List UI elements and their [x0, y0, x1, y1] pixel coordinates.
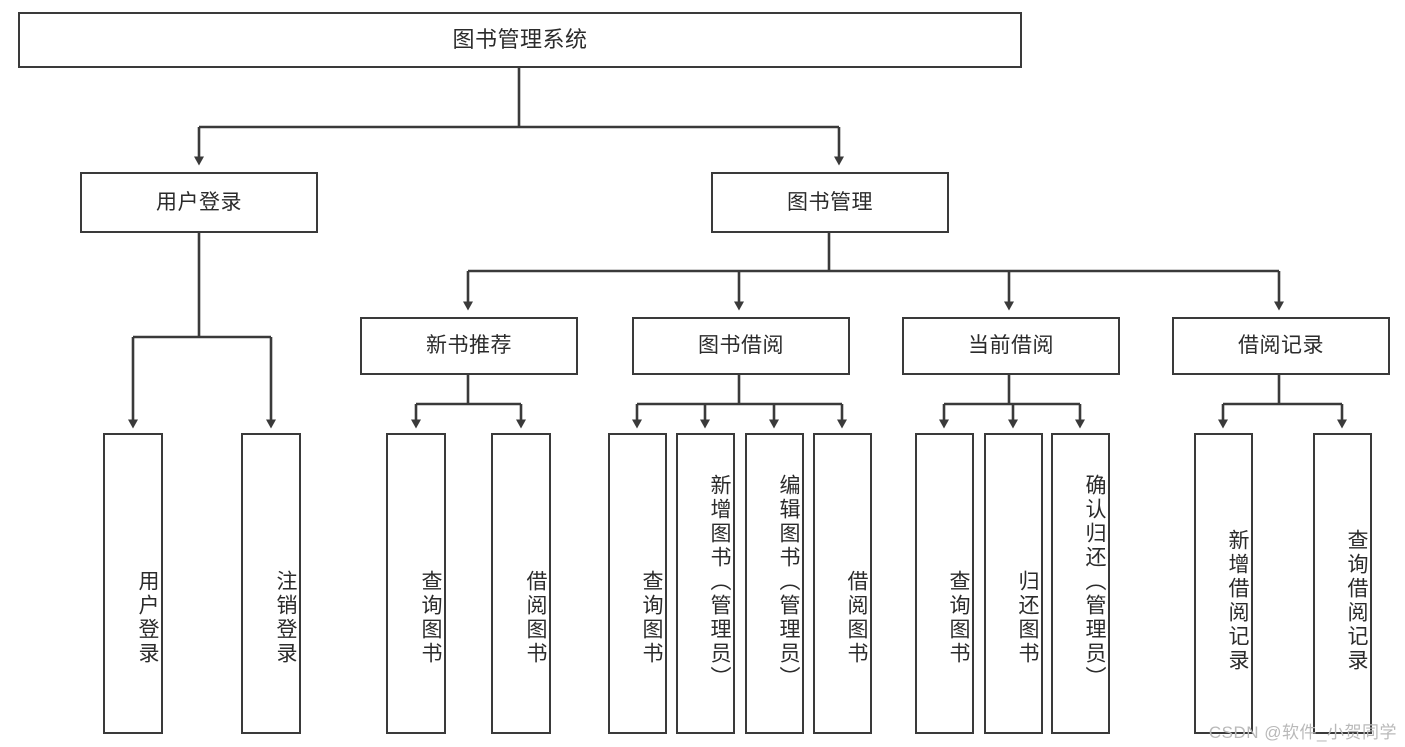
node-label: 查询借阅记录: [1345, 528, 1368, 673]
node-leaf-return-book[interactable]: 归还图书: [984, 433, 1043, 734]
watermark-text: CSDN @软件_小贺同学: [1208, 723, 1397, 742]
node-leaf-borrow-book-1[interactable]: 借阅图书: [491, 433, 551, 734]
node-leaf-query-book-1[interactable]: 查询图书: [386, 433, 446, 734]
node-leaf-confirm-return[interactable]: 确认归还（管理员）: [1051, 433, 1110, 734]
node-label: 图书借阅: [698, 334, 784, 358]
node-root-system[interactable]: 图书管理系统: [18, 12, 1022, 68]
node-label: 注销登录: [274, 569, 297, 666]
node-label: 图书管理系统: [452, 26, 588, 52]
node-label: 查询图书: [419, 569, 442, 666]
node-label: 当前借阅: [968, 334, 1054, 358]
node-user-login[interactable]: 用户登录: [80, 172, 318, 233]
node-label: 编辑图书（管理员）: [777, 473, 800, 690]
node-book-borrow[interactable]: 图书借阅: [632, 317, 850, 375]
node-label: 新增借阅记录: [1226, 528, 1249, 673]
node-leaf-edit-book[interactable]: 编辑图书（管理员）: [745, 433, 804, 734]
node-borrow-record[interactable]: 借阅记录: [1172, 317, 1390, 375]
node-leaf-add-book[interactable]: 新增图书（管理员）: [676, 433, 735, 734]
node-label: 用户登录: [156, 190, 242, 214]
node-label: 确认归还（管理员）: [1083, 473, 1106, 690]
node-leaf-query-book-2[interactable]: 查询图书: [608, 433, 667, 734]
node-label: 查询图书: [947, 569, 970, 666]
node-leaf-add-record[interactable]: 新增借阅记录: [1194, 433, 1253, 734]
node-label: 借阅图书: [524, 569, 547, 666]
node-label: 查询图书: [640, 569, 663, 666]
node-label: 借阅图书: [845, 569, 868, 666]
node-leaf-query-record[interactable]: 查询借阅记录: [1313, 433, 1372, 734]
node-label: 图书管理: [787, 190, 873, 214]
node-leaf-user-login[interactable]: 用户登录: [103, 433, 163, 734]
node-current-borrow[interactable]: 当前借阅: [902, 317, 1120, 375]
node-book-management[interactable]: 图书管理: [711, 172, 949, 233]
node-leaf-borrow-book-2[interactable]: 借阅图书: [813, 433, 872, 734]
node-label: 归还图书: [1016, 569, 1039, 666]
node-leaf-logout[interactable]: 注销登录: [241, 433, 301, 734]
node-new-book-recommend[interactable]: 新书推荐: [360, 317, 578, 375]
node-leaf-query-book-3[interactable]: 查询图书: [915, 433, 974, 734]
node-label: 用户登录: [136, 569, 159, 666]
node-label: 新增图书（管理员）: [708, 473, 731, 690]
node-label: 借阅记录: [1238, 334, 1324, 358]
node-label: 新书推荐: [426, 334, 512, 358]
